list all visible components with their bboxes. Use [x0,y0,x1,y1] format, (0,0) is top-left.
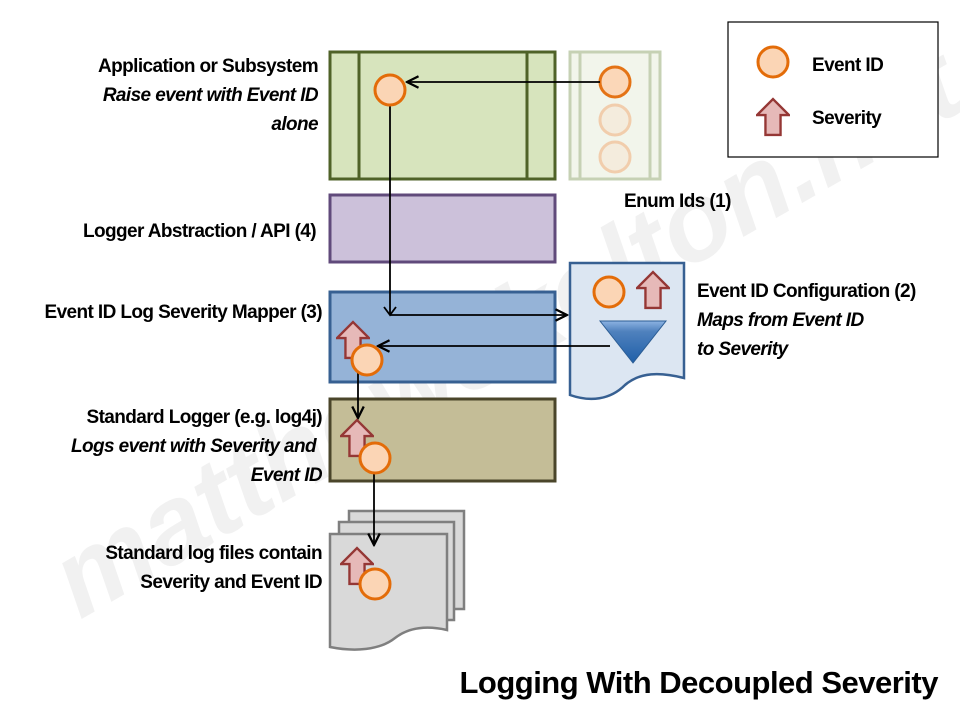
enum-ids-label: Enum Ids (1) [624,191,731,212]
event-id-icon [756,45,790,79]
logger-api-layer [328,193,557,264]
mapper-title: Event ID Log Severity Mapper (3) [45,302,323,323]
standard-logger-line3: Event ID [251,465,323,486]
diagram-title: Logging With Decoupled Severity [459,665,939,700]
event-id-icon [592,275,626,309]
event-id-icon [598,65,632,99]
standard-logger-layer [328,397,557,483]
logger-api-title: Logger Abstraction / API (4) [83,221,316,242]
log-files-line1: Standard log files contain [105,543,322,564]
event-id-icon-faded [598,140,632,174]
event-id-icon-faded [598,103,632,137]
log-files-line2: Severity and Event ID [140,572,322,593]
event-id-icon [350,343,384,377]
legend-severity-label: Severity [812,108,882,129]
configuration-line3: to Severity [697,339,790,360]
configuration-line2: Maps from Event ID [697,310,864,331]
standard-logger-line2: Logs event with Severity and [71,436,317,457]
application-line2: Raise event with Event ID [103,85,319,106]
enum-ids-box [568,50,662,181]
legend: Event ID Severity [727,21,939,158]
configuration-document [568,261,686,401]
standard-logger-title: Standard Logger (e.g. log4j) [87,407,323,428]
legend-event-id-label: Event ID [812,55,883,76]
event-id-icon [358,567,392,601]
application-line3: alone [271,114,319,135]
application-layer [328,50,557,181]
event-id-icon [358,441,392,475]
event-id-icon [373,73,407,107]
application-title: Application or Subsystem [98,56,318,77]
mapping-triangle-icon [598,320,668,364]
configuration-title: Event ID Configuration (2) [697,281,916,302]
flow-arrows [358,82,610,545]
